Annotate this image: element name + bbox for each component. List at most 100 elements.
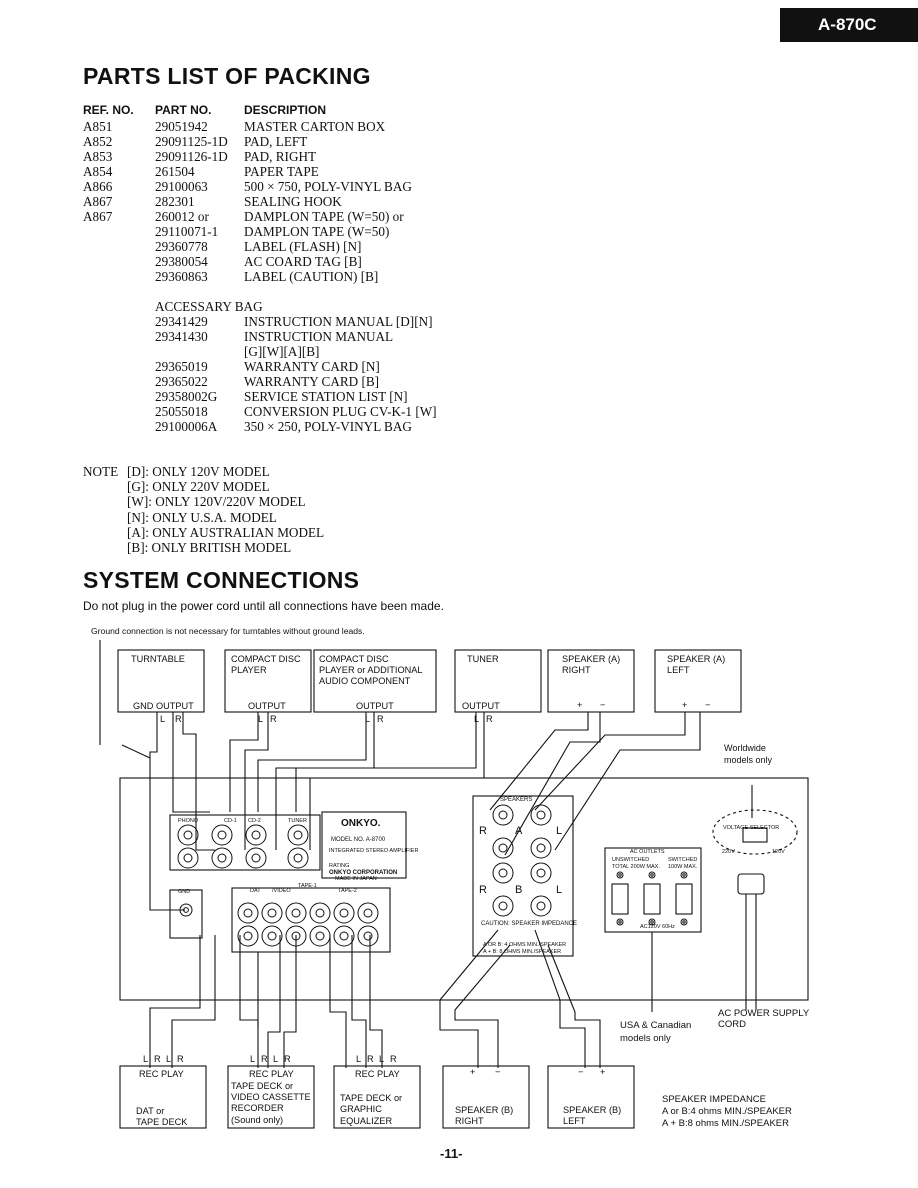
total-max-label: TOTAL 200W MAX. [612,864,660,870]
amp-desc: INTEGRATED STEREO AMPLIFIER [329,848,418,854]
outlet-screw [616,918,624,926]
tape1-panel-label: TAPE-1 [298,883,317,889]
accessory-cell-part: 29365022 [155,374,208,389]
accessory-cell-part: 29341429 [155,314,208,329]
parts-cell-part: 282301 [155,194,195,209]
speaker-b-left-label: SPEAKER (B) [563,1105,621,1115]
gnd-terminal-box [169,889,203,939]
each-max-label: 100W MAX. [668,864,698,870]
tape-jack-l [237,902,259,924]
parts-cell-part: 260012 or [155,209,209,224]
amplifier-rear-panel [119,777,809,1001]
accessory-cell-desc: [G][W][A][B] [244,344,320,359]
speaker-terminal [530,895,552,917]
input-jack-l-center [183,830,193,840]
tape-jacks [231,887,391,953]
speaker-terminal [530,862,552,884]
tape-jack-l-center [315,908,325,918]
vcr-label: TAPE DECK or [231,1081,293,1091]
accessory-cell-part: 25055018 [155,404,208,419]
speaker-terminal-center [536,868,546,878]
spk-br-minus: − [495,1067,500,1077]
parts-cell-desc: PAPER TAPE [244,164,319,179]
parts-cell-ref: A867 [83,194,113,209]
tape-jack-r-center [291,931,301,941]
dat-rec-play: REC PLAY [139,1069,184,1079]
tuner-label: TUNER [467,654,499,664]
speaker-terminal-center [498,901,508,911]
spk-a-r: R [479,825,487,837]
vcr-label-3: RECORDER [231,1103,284,1113]
cd2-label-2: PLAYER or ADDITIONAL [319,665,422,675]
caution-label: CAUTION: SPEAKER IMPEDANCE [481,921,577,927]
tape-jack-l [309,902,331,924]
cd1-output-label: OUTPUT [248,701,286,711]
spk-ar-minus: − [600,700,605,710]
phono-label: PHONO [178,818,199,824]
outlet-screw-center [682,920,686,924]
tape-jack-l [333,902,355,924]
accessory-cell-desc: INSTRUCTION MANUAL [D][N] [244,314,433,329]
speaker-terminal [492,862,514,884]
spk-a-l: L [556,825,562,837]
speaker-terminal [492,804,514,826]
note-text: [D]: ONLY 120V MODEL [127,464,270,479]
dat-label-2: TAPE DECK [136,1117,188,1127]
tape-jack-r [237,925,259,947]
outlet-screw-center [650,873,654,877]
tuner-l: L [474,714,479,724]
cd1-panel-label: CD-1 [224,818,237,824]
outlet-screw [680,871,688,879]
input-jack-r [177,847,199,869]
parts-cell-ref: A866 [83,179,113,194]
cd1-label-2: PLAYER [231,665,267,675]
input-jack-l-center [217,830,227,840]
impedance-title: SPEAKER IMPEDANCE [662,1094,766,1105]
vcr-label-2: VIDEO CASSETTE [231,1092,311,1102]
made-in: MADE IN JAPAN [335,876,377,882]
page-number: -11- [440,1146,463,1161]
parts-cell-desc: PAD, LEFT [244,134,308,149]
speaker-a-left-label: SPEAKER (A) [667,654,725,664]
cd2-label: COMPACT DISC [319,654,389,664]
speaker-a-right-label-2: RIGHT [562,665,591,675]
model-badge: A-870C [780,8,918,42]
speaker-terminal-center [536,843,546,853]
worldwide-label-2: models only [724,755,773,765]
system-connections-diagram: Ground connection is not necessary for t… [91,626,810,1129]
parts-cell-part: 29380054 [155,254,208,269]
tape-jack-r-center [363,931,373,941]
parts-cell-desc: LABEL (CAUTION) [B] [244,269,379,284]
dat-label: DAT or [136,1106,164,1116]
input-jack-r-center [217,853,227,863]
tape-jack-l-center [291,908,301,918]
tuner-box [454,649,542,713]
cd2-panel-label: CD-2 [248,818,261,824]
cd2-r: R [377,714,384,724]
corp-text: ONKYO CORPORATION [329,870,397,876]
input-jack-l [177,824,199,846]
note-text: [G]: ONLY 220V MODEL [127,479,270,495]
dat-l1: L [143,1054,148,1064]
speakers-panel-label: SPEAKERS [500,797,532,803]
spk-b-label: B [515,884,522,896]
switched-label: SWITCHED [668,857,697,863]
speaker-b-left-label-2: LEFT [563,1116,586,1126]
parts-cell-desc: AC COARD TAG [B] [244,254,362,269]
speaker-a-right-label: SPEAKER (A) [562,654,620,664]
spk-al-minus: − [705,700,710,710]
cd2-l: L [365,714,370,724]
tape-jack-r [261,925,283,947]
spk-ar-plus: + [577,700,582,710]
voltage-selector-label: VOLTAGE SELECTOR [723,825,779,831]
parts-cell-desc: 500 × 750, POLY-VINYL BAG [244,179,412,194]
input-jacks [169,814,321,871]
turntable-box [117,649,205,713]
eq-label-3: EQUALIZER [340,1116,392,1126]
panel-imp1: A OR B: 4 OHMS MIN./SPEAKER [483,942,566,948]
note-text: [B]: ONLY BRITISH MODEL [127,539,292,555]
power-cord-socket [737,873,765,895]
eq-label: TAPE DECK or [340,1093,402,1103]
ground-note: Ground connection is not necessary for t… [91,626,365,636]
power-cord-warning: Do not plug in the power cord until all … [83,599,444,613]
